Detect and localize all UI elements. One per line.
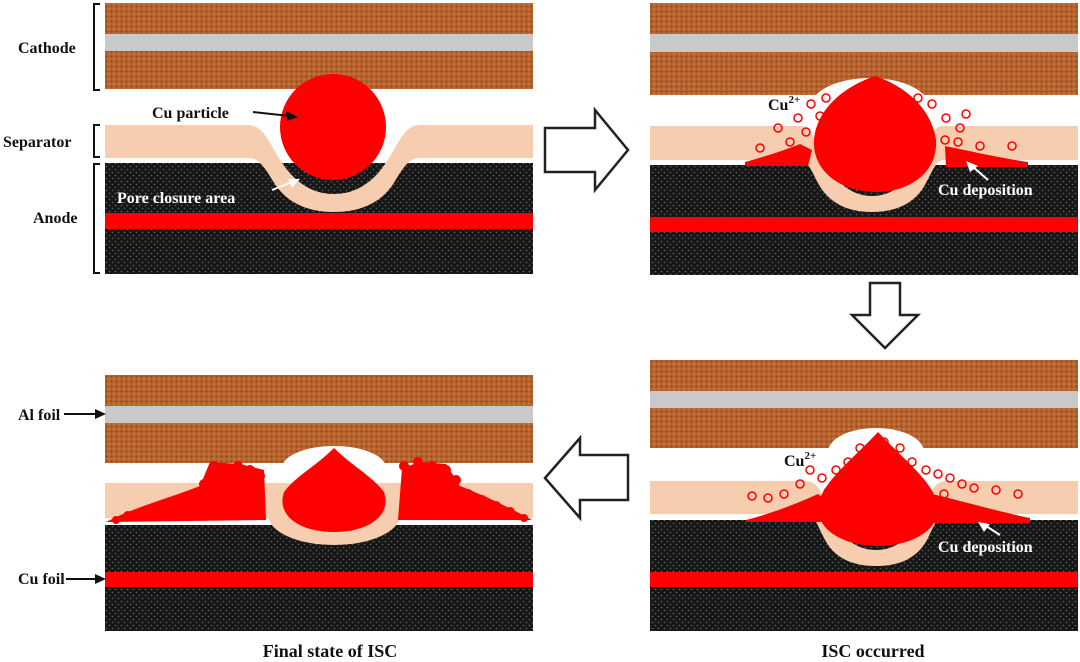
anode-bracket (93, 163, 100, 274)
cu-particle (280, 74, 386, 180)
cu-particle (813, 76, 937, 192)
caption-final-state: Final state of ISC (263, 641, 398, 661)
separator-label: Separator (3, 134, 71, 151)
panel-initial: Cathode Separator Anode Cu particle Pore… (3, 3, 533, 274)
cu-particle (817, 432, 939, 546)
cu-particle-arrowhead (286, 111, 298, 121)
cu-dendrites-left (106, 461, 266, 524)
cu-deposition-arrowhead (978, 522, 990, 532)
cu-foil-layer (105, 213, 533, 229)
arrow-left (543, 434, 630, 522)
panel-isc-occurred: Cu2+ Cu deposition ISC occurred (650, 360, 1078, 661)
cu-deposition-arrowhead (966, 161, 978, 172)
cu-deposit-right (945, 146, 1028, 167)
cu-foil-label: Cu foil (18, 571, 65, 588)
al-foil-arrowhead (95, 409, 106, 419)
cathode-label: Cathode (18, 40, 76, 57)
cu-deposition-label: Cu deposition (938, 182, 1033, 199)
cu-ion-label: Cu2+ (784, 450, 816, 470)
pore-closure-arrowhead (288, 179, 300, 188)
cu-dendrites-right (398, 457, 532, 522)
pore-closure-label: Pore closure area (117, 190, 235, 207)
cu-particle (282, 448, 386, 532)
arrow-right (543, 106, 630, 194)
cu-deposition-label: Cu deposition (938, 539, 1033, 556)
cu-deposition-arrow (985, 525, 1001, 536)
anode-label: Anode (33, 210, 77, 227)
cu-ions (755, 93, 1017, 153)
cu-deposit-left (745, 144, 812, 166)
al-foil-label: Al foil (18, 407, 61, 424)
cathode-bracket (93, 3, 100, 91)
separator-layer (650, 126, 1078, 212)
cu-particle-label: Cu particle (152, 105, 229, 122)
cu-ion-label: Cu2+ (768, 94, 800, 114)
cu-deposit-left (746, 494, 826, 522)
panel-final-state: Al foil Cu foil Final state of ISC (18, 375, 533, 661)
al-foil-layer (105, 34, 533, 51)
panel-cu-dissolution: Cu2+ Cu deposition (650, 3, 1078, 275)
separator-bracket (93, 124, 100, 158)
pore-closure-arrow (271, 181, 293, 191)
cu-ions (747, 437, 1023, 503)
arrow-down (848, 281, 922, 350)
anode-layer (105, 163, 533, 274)
cu-deposit-right (932, 494, 1030, 523)
caption-isc-occurred: ISC occurred (821, 641, 924, 661)
separator-layer (105, 125, 533, 212)
separator-layer (650, 481, 1078, 566)
cu-particle-arrow (252, 111, 291, 117)
cu-foil-arrowhead (95, 574, 106, 584)
